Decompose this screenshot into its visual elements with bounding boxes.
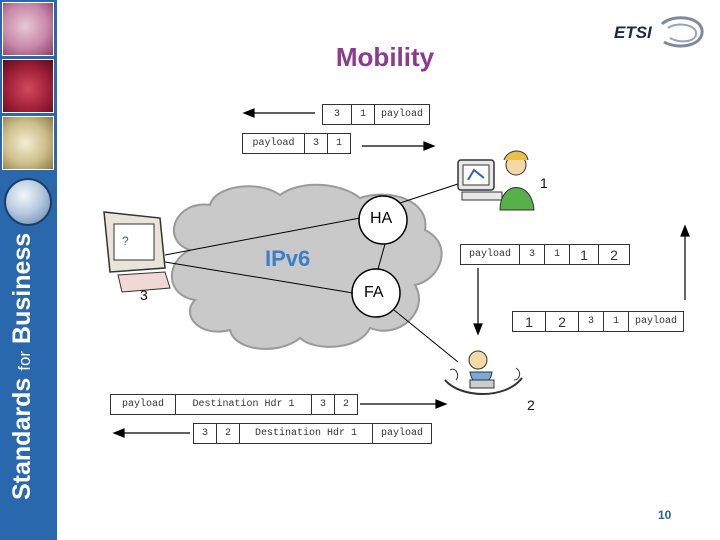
globe-icon: [4, 178, 52, 226]
ha-node: [358, 195, 408, 245]
packet-cell: 1: [544, 244, 570, 265]
packet-tunnel: payload 3 1 1 2: [460, 244, 630, 265]
photo-thumbnail-2: [2, 59, 54, 113]
client-workstation-icon: ?: [103, 211, 171, 293]
svg-text:?: ?: [122, 234, 129, 248]
packet-bottom-outbound: payload Destination Hdr 1 3 2: [110, 394, 358, 415]
packet-cell: 3: [304, 133, 328, 154]
packet-top-request: payload 3 1: [242, 133, 351, 154]
slide-number: 10: [658, 508, 672, 522]
packet-cell: Destination Hdr 1: [239, 423, 373, 444]
packet-cell: Destination Hdr 1: [175, 394, 312, 415]
mobile-label: 2: [527, 397, 535, 413]
mobile-user-icon: [444, 350, 523, 395]
fa-label: FA: [364, 284, 384, 301]
packet-cell: 3: [193, 423, 217, 444]
packet-cell: 2: [545, 311, 579, 332]
server-workstation-icon: [457, 150, 535, 211]
brand-sidebar: Standards for Business: [0, 0, 57, 540]
client-label: 3: [140, 287, 148, 303]
packet-cell: payload: [374, 104, 430, 125]
packet-cell: 3: [519, 244, 545, 265]
packet-cell: 2: [334, 394, 358, 415]
packet-fa-to-mobile: 1 2 3 1 payload: [512, 311, 684, 332]
photo-thumbnail-3: [2, 116, 54, 170]
packet-cell: 1: [512, 311, 546, 332]
packet-cell: 1: [351, 104, 375, 125]
slide-title: Mobility: [335, 42, 435, 72]
photo-thumbnail-1: [2, 2, 54, 56]
packet-cell: 1: [603, 311, 629, 332]
packet-cell: 2: [216, 423, 240, 444]
network-label: IPv6: [265, 246, 311, 271]
packet-cell: 3: [311, 394, 335, 415]
packet-cell: 3: [322, 104, 352, 125]
packet-top-reply: 3 1 payload: [322, 104, 430, 125]
packet-cell: 1: [327, 133, 351, 154]
packet-cell: payload: [110, 394, 176, 415]
logo-text: ETSI: [614, 23, 653, 42]
etsi-logo-icon: ETSI: [614, 16, 704, 48]
packet-cell: 1: [569, 244, 599, 265]
packet-cell: payload: [460, 244, 520, 265]
packet-cell: payload: [372, 423, 432, 444]
packet-cell: payload: [628, 311, 684, 332]
server-label: 1: [540, 175, 548, 191]
ha-label: HA: [370, 210, 393, 227]
packet-cell: 2: [598, 244, 630, 265]
packet-bottom-return: 3 2 Destination Hdr 1 payload: [193, 423, 432, 444]
packet-cell: 3: [578, 311, 604, 332]
packet-cell: payload: [242, 133, 305, 154]
